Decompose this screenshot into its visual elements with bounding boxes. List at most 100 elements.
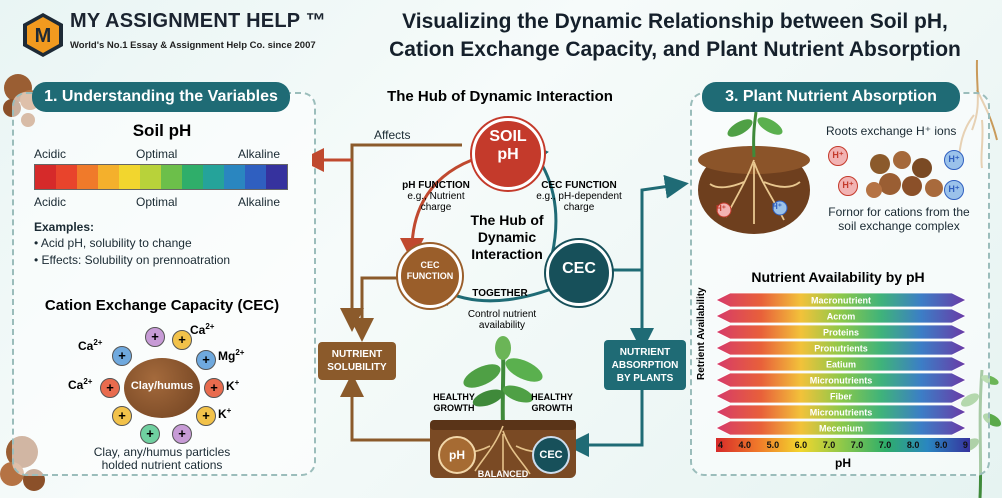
fornor-line2: soil exchange complex [838, 219, 960, 233]
affects-label: Affects [374, 128, 411, 142]
availability-yaxis-label: Retrient Availability [696, 287, 707, 380]
availability-band [715, 372, 967, 388]
ph-function-title: pH FUNCTION [402, 180, 470, 191]
scale-bottom-alkaline: Alkaline [238, 195, 281, 209]
ph-tick-label: 7.0 [822, 440, 836, 450]
availability-band-label: Macronutrient [811, 296, 871, 306]
cation-plus-icon: + [140, 424, 160, 444]
h-ion-small-2: H⁺ [772, 202, 782, 211]
control-line2: availability [478, 320, 526, 331]
h-ion-icon: H⁺ [944, 180, 964, 200]
nutrient-absorption-line3: BY PLANTS [616, 373, 674, 384]
availability-band-label: Micronutrients [810, 408, 873, 418]
availability-band-label: Mecenium [819, 424, 863, 434]
example-item-2: • Effects: Solubility on prennoatration [34, 253, 231, 267]
soil-ph-node [472, 118, 544, 190]
cation-plus-icon: + [112, 346, 132, 366]
ion-label-ca-1: Ca2+ [78, 338, 103, 353]
ion-label-k-2: K+ [218, 406, 232, 421]
ph-spectrum-bar [34, 164, 288, 190]
hub-arrows [312, 140, 689, 457]
availability-band [715, 308, 967, 324]
ph-tick-label: 6.0 [794, 440, 808, 450]
ion-label-ca-3: Ca2+ [68, 377, 93, 392]
root-soil-icon [698, 112, 810, 234]
availability-xaxis-label: pH [835, 456, 851, 470]
nutrient-absorption-box: NUTRIENT ABSORPTION BY PLANTS [604, 340, 686, 390]
cec-function-node-line2: FUNCTION [406, 271, 454, 281]
examples-title: Examples: [34, 220, 95, 234]
fornor-line1: Fornor for cations from the [828, 205, 970, 219]
page-title-line2: Cation Exchange Capacity, and Plant Nutr… [389, 38, 961, 61]
ph-tick-label: 9 [962, 440, 968, 450]
h-ion-icon: H⁺ [944, 150, 964, 170]
control-line1: Control nutrient [467, 309, 537, 320]
healthy-growth-left-line2: GROWTH [433, 403, 475, 413]
scale-top-acidic: Acidic [34, 147, 67, 161]
healthy-growth-left-line1: HEALTHY [433, 392, 475, 402]
hub-center-text: The Hub of Dynamic Interaction [452, 212, 562, 263]
healthy-growth-right: HEALTHY GROWTH [522, 392, 582, 414]
logo-badge-letter: M [35, 25, 52, 47]
nutrient-solubility-box: NUTRIENT SOLUBILITY [318, 342, 396, 380]
availability-band [715, 420, 967, 436]
ph-tick-label: 4.0 [738, 440, 752, 450]
example-item-1: • Acid pH, solubility to change [34, 236, 192, 250]
hub-center-line1: The Hub of [470, 212, 544, 228]
absorption-panel-header: 3. Plant Nutrient Absorption [702, 82, 960, 112]
variables-panel-header: 1. Understanding the Variables [32, 82, 290, 112]
cation-plus-icon: + [172, 424, 192, 444]
balanced-label: BALANCED [477, 469, 529, 479]
scale-bottom-acidic: Acidic [34, 195, 67, 209]
hub-center-line2: Dynamic [477, 229, 537, 245]
ph-tick-label: 8.0 [906, 440, 920, 450]
availability-title: Nutrient Availability by pH [751, 269, 925, 285]
ion-label-mg: Mg2+ [218, 348, 245, 363]
ph-tick-label: 7.0 [878, 440, 892, 450]
cation-plus-icon: + [204, 378, 224, 398]
cation-plus-icon: + [196, 406, 216, 426]
ph-function-sub2: charge [420, 202, 452, 213]
availability-band [715, 340, 967, 356]
cec-badge: CEC [532, 436, 570, 474]
scale-top-alkaline: Alkaline [238, 147, 281, 161]
cation-plus-icon: + [172, 330, 192, 350]
availability-band-label: Fiber [830, 392, 853, 402]
cec-function-node-line1: CEC [420, 260, 440, 270]
together-label: TOGETHER [472, 288, 528, 299]
availability-band-label: Proteins [823, 328, 859, 338]
ph-tick-label: 7.0 [850, 440, 864, 450]
healthy-growth-right-line2: GROWTH [531, 403, 573, 413]
cec-function-sub1: e.g., pH-dependent [536, 191, 622, 202]
soil-ph-title: Soil pH [132, 121, 192, 140]
availability-band-label: Micronutrients [810, 376, 873, 386]
spectrum-segment [161, 165, 182, 189]
clay-humus-label: Clay/humus [130, 380, 194, 392]
spectrum-segment [77, 165, 98, 189]
h-ion-icon: H⁺ [828, 146, 848, 166]
availability-band [715, 404, 967, 420]
spectrum-segment [245, 165, 266, 189]
cec-title: Cation Exchange Capacity (CEC) [44, 297, 280, 314]
availability-band [715, 356, 967, 372]
cec-function-sub2: charge [563, 202, 595, 213]
ph-tick-label: 5.0 [766, 440, 780, 450]
spectrum-segment [266, 165, 287, 189]
availability-band-label: Eatium [826, 360, 856, 370]
hub-center-line3: Interaction [471, 246, 543, 262]
healthy-growth-right-line1: HEALTHY [531, 392, 573, 402]
ph-badge: pH [438, 436, 476, 474]
clay-caption: Clay, any/humus particles holded nutrien… [12, 446, 312, 472]
ph-axis-bar [716, 438, 970, 452]
cec-function-node [398, 244, 462, 308]
cec-node-label: CEC [562, 260, 596, 277]
cec-function-title: CEC FUNCTION [541, 180, 617, 191]
cation-plus-icon: + [196, 350, 216, 370]
cation-plus-icon: + [112, 406, 132, 426]
soil-ph-node-line1: SOIL [489, 128, 527, 145]
cation-plus-icon: + [100, 378, 120, 398]
availability-bands-chart: MacronutrientAcromProteinsPronutrientsEa… [715, 292, 967, 436]
availability-band [715, 292, 967, 308]
hub-title: The Hub of Dynamic Interaction [387, 88, 613, 105]
